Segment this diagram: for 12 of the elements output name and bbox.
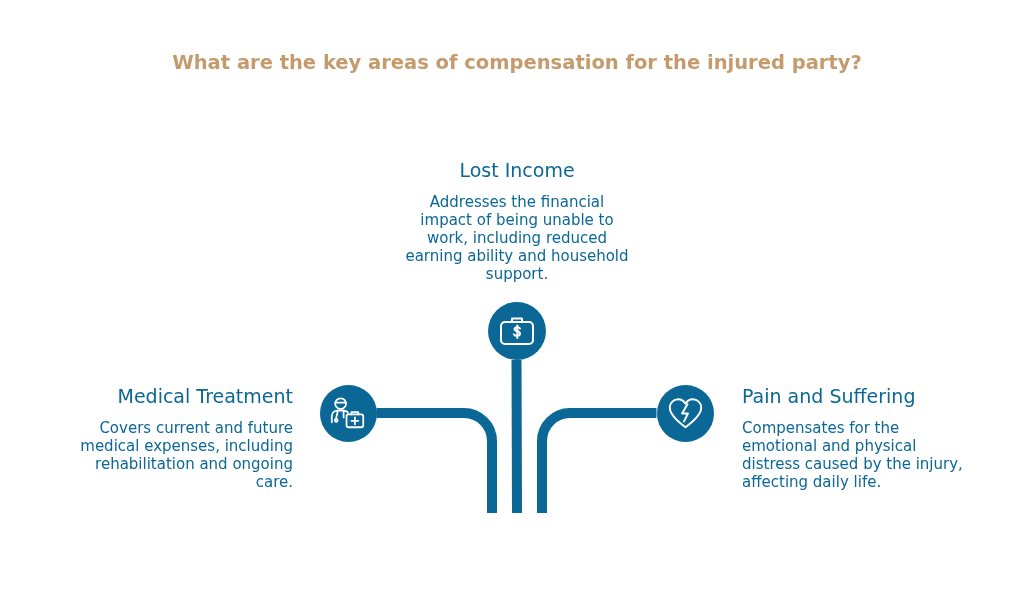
doctor-icon [319,384,377,442]
connector-line [511,360,522,513]
title: What are the key areas of compensation for the injured party? [171,50,863,76]
briefcase-icon [487,302,546,360]
connector-line [537,408,657,513]
description-text: Addresses the financial impact of being unable to work, including reduced earning ability and household support. [404,193,630,283]
description-text: Compensates for the emotional and physical distress caused by the injury, affecting daily life. [742,419,964,491]
connector-line [376,408,497,513]
section-heading: Lost Income [459,158,575,182]
description-text: Covers current and future medical expenses, including rehabilitation and ongoing care. [79,419,293,491]
section-heading: Medical Treatment [117,384,293,408]
section-heading: Pain and Suffering [742,384,916,408]
